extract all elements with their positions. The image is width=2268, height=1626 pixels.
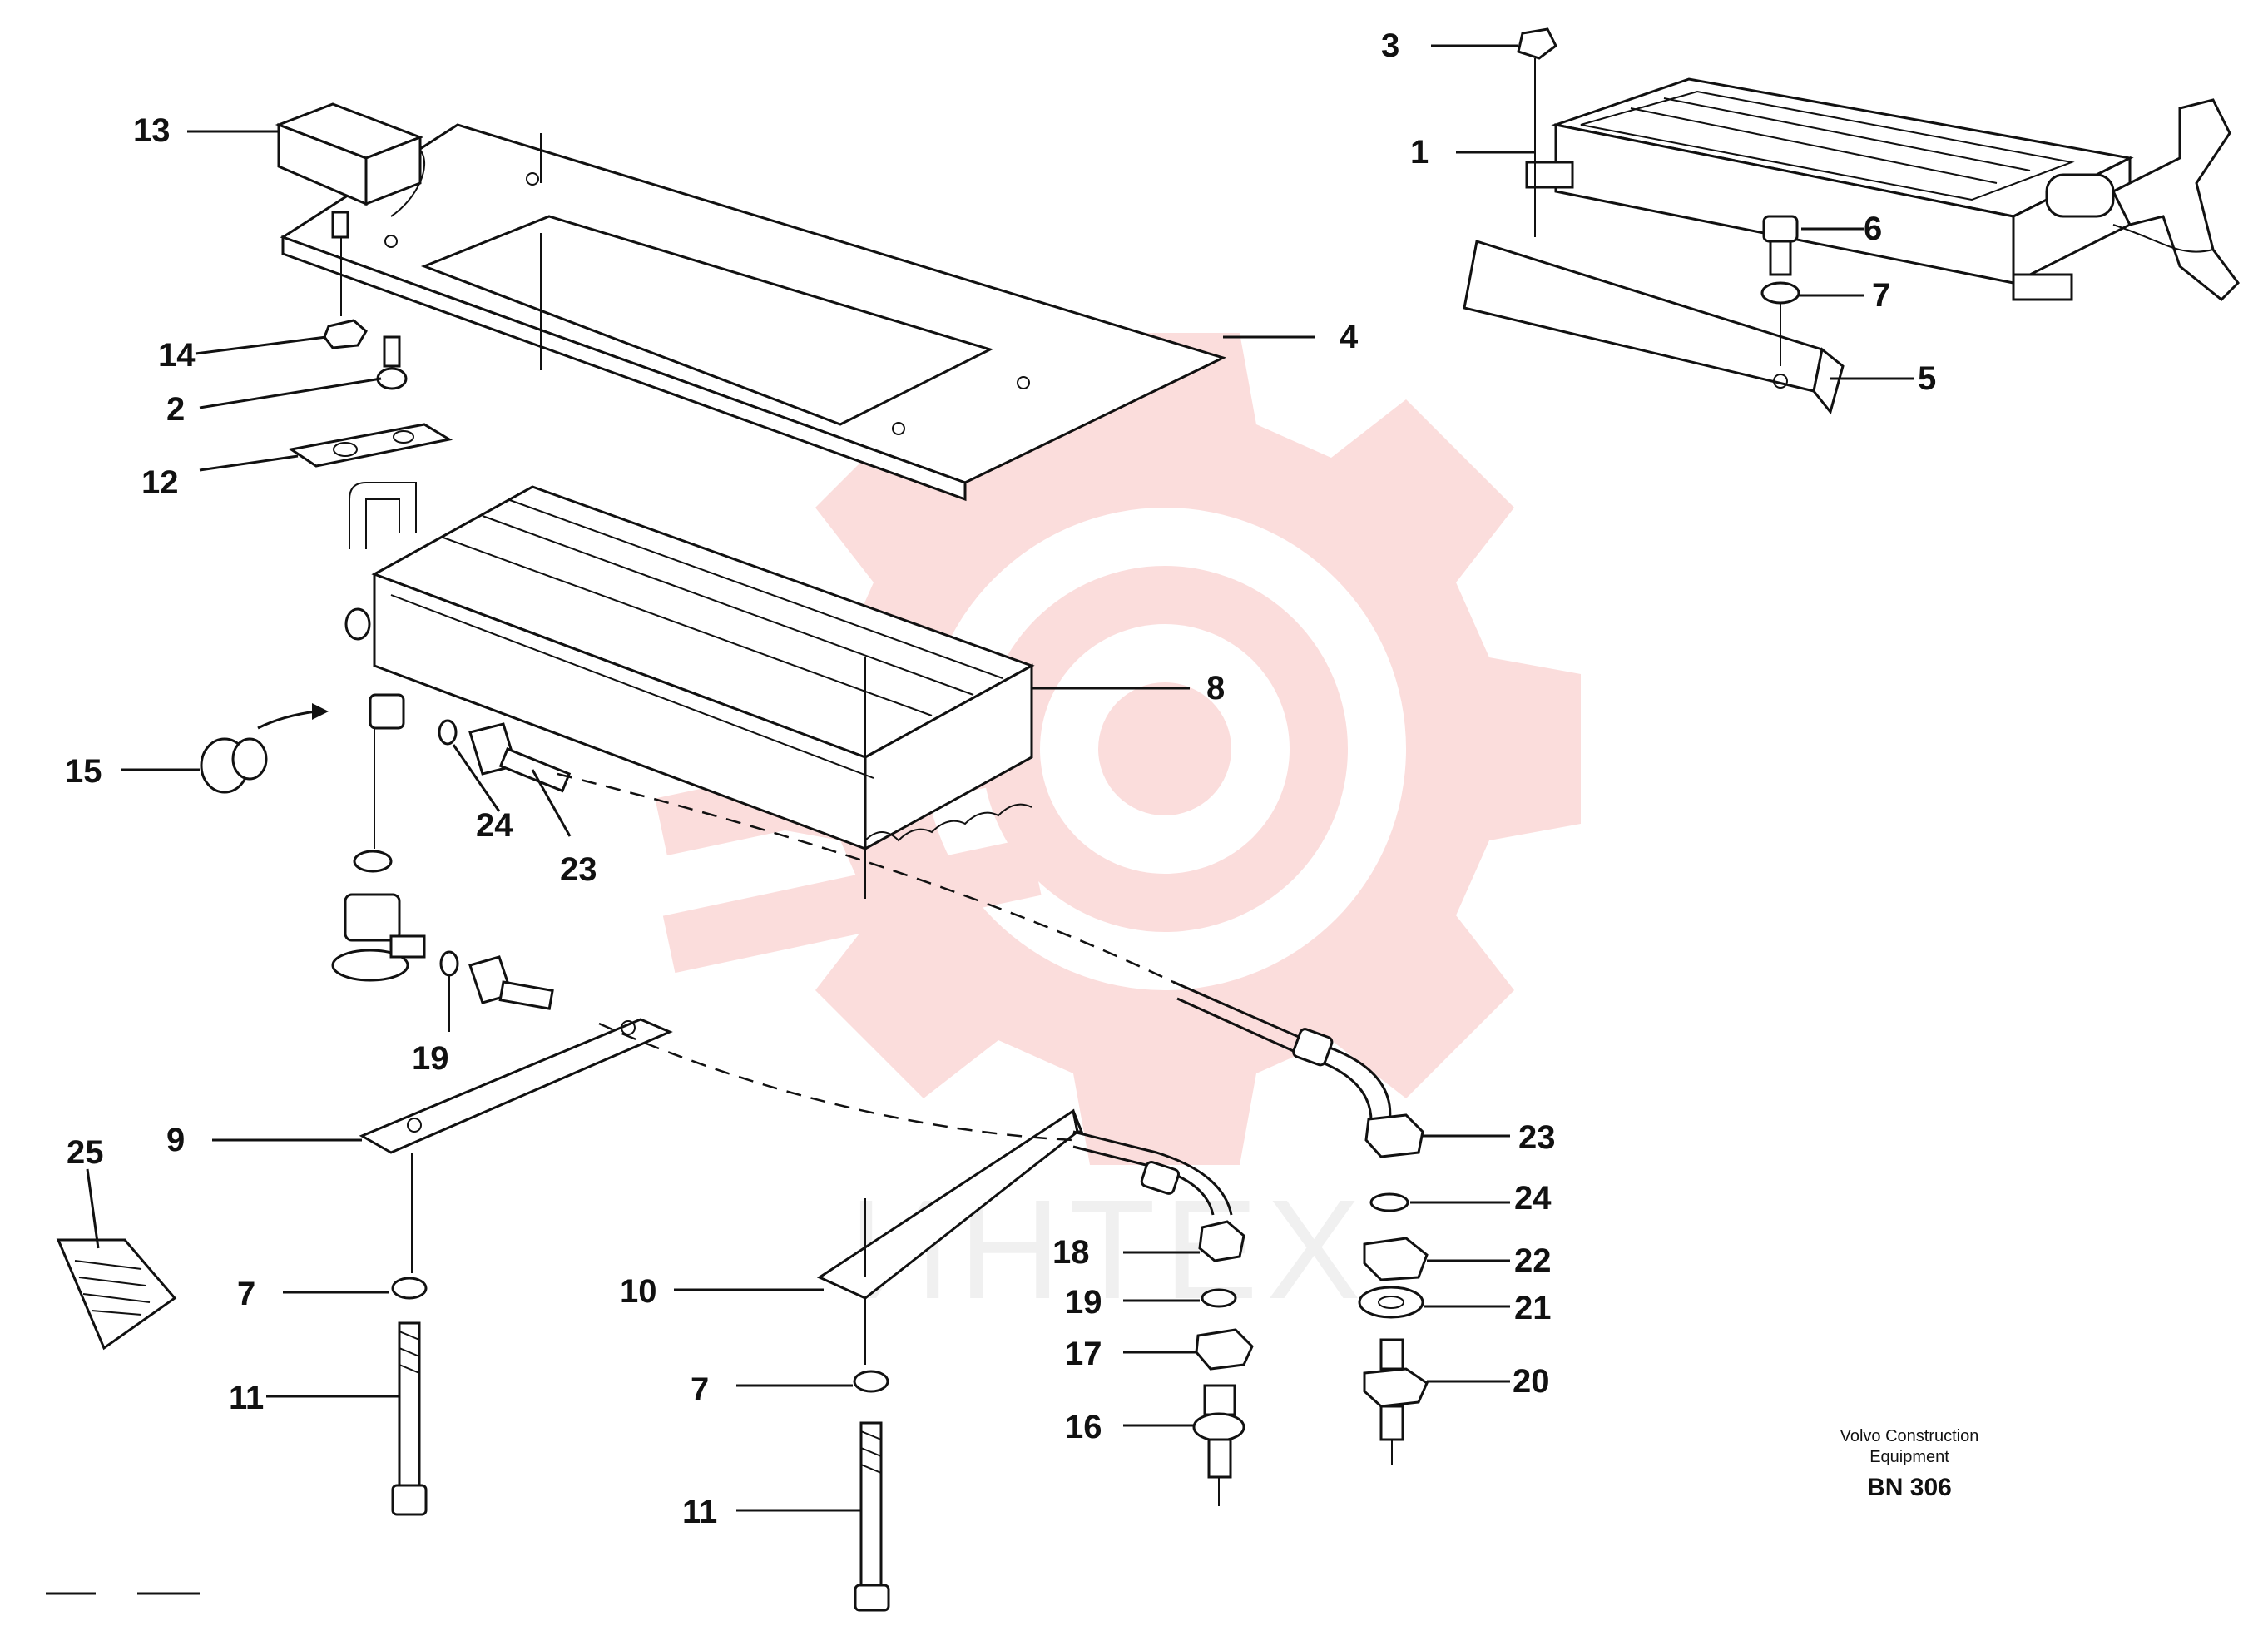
callout-6: 6 (1864, 211, 1882, 247)
watermark-text: ИНТЕХ (849, 1171, 1369, 1329)
callout-10: 10 (620, 1273, 657, 1310)
callout-22: 22 (1514, 1242, 1552, 1279)
cover-plate-4 (280, 123, 1227, 502)
callout-11-right: 11 (682, 1494, 717, 1530)
pipes (557, 772, 1392, 1216)
callout-1: 1 (1410, 134, 1429, 171)
callout-14: 14 (158, 337, 196, 374)
callout-7-top: 7 (1872, 277, 1890, 314)
nut-screw-plate (288, 319, 453, 468)
watermark-gear-logo (655, 333, 1581, 1165)
label-25 (56, 1238, 177, 1351)
cap-15 (200, 703, 329, 794)
callout-8: 8 (1206, 670, 1225, 706)
callout-24-left: 24 (476, 807, 513, 844)
callout-2: 2 (166, 391, 185, 428)
callout-3: 3 (1381, 27, 1399, 64)
fittings-right-column (1358, 1113, 1429, 1465)
caption-line-2: Equipment (1869, 1448, 1949, 1466)
callout-labels: 3 1 6 7 5 13 14 2 12 4 8 15 24 23 19 9 2… (65, 27, 1936, 1530)
caption-code: BN 306 (1867, 1474, 1952, 1501)
callout-9: 9 (166, 1122, 185, 1158)
heater-core-8 (344, 482, 1035, 899)
callout-24-right: 24 (1514, 1180, 1552, 1217)
caption-line-1: Volvo Construction (1840, 1427, 1979, 1445)
callout-20: 20 (1513, 1363, 1550, 1400)
callout-12: 12 (141, 464, 179, 501)
strap-9 (359, 1018, 673, 1273)
callout-11-left: 11 (229, 1380, 264, 1416)
callout-17: 17 (1065, 1336, 1102, 1372)
left-fittings (331, 693, 572, 1032)
callout-19-right: 19 (1065, 1284, 1102, 1321)
callout-5: 5 (1918, 360, 1936, 397)
callout-23-left: 23 (560, 851, 597, 888)
bolt-11-right (853, 1370, 890, 1612)
callout-13: 13 (133, 112, 171, 149)
cab-heater-assembly (1463, 27, 2240, 415)
caption-block: Volvo Construction Equipment BN 306 (1840, 1427, 1979, 1501)
callout-4: 4 (1340, 319, 1359, 355)
callout-7-bottom: 7 (691, 1371, 709, 1408)
callout-16: 16 (1065, 1409, 1102, 1445)
callout-19-left: 19 (412, 1040, 449, 1077)
callout-23-right: 23 (1518, 1119, 1556, 1156)
leader-lines (46, 44, 1914, 1595)
callout-25: 25 (67, 1134, 104, 1171)
callout-7-left: 7 (237, 1276, 255, 1312)
callout-18: 18 (1052, 1234, 1090, 1271)
switch-box-13 (275, 102, 425, 316)
bolt-11-left (391, 1277, 428, 1516)
callout-21: 21 (1514, 1290, 1552, 1326)
callout-15: 15 (65, 753, 102, 790)
